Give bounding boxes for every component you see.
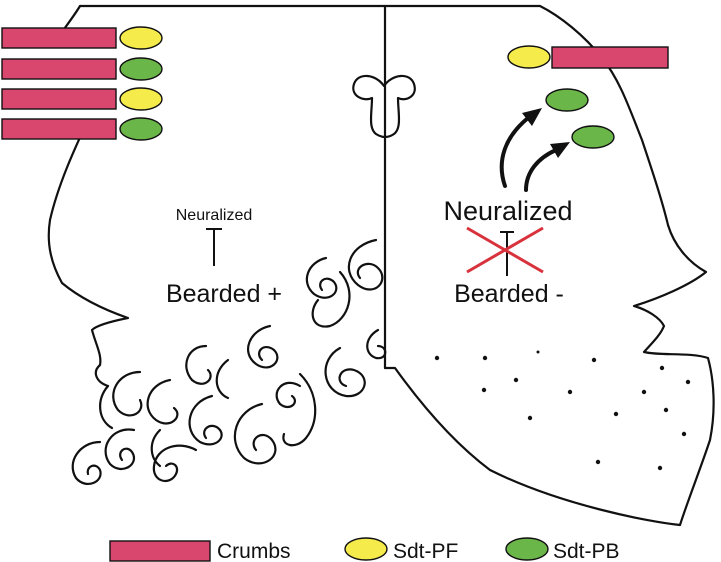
right-membrane-complex — [507, 45, 669, 69]
crumbs-bar — [1, 27, 117, 49]
stubble-dot — [663, 407, 669, 413]
beard-curl — [215, 358, 230, 400]
beard-curl — [104, 428, 136, 470]
sdt-pf-oval — [507, 45, 551, 69]
right-bearded-label: Bearded - — [454, 280, 564, 308]
stubble-dot — [641, 389, 647, 395]
right-regulation: Neuralized Bearded - — [443, 196, 572, 308]
sdt-pb-oval — [571, 125, 615, 149]
stubble-dots — [434, 350, 691, 471]
sdt-pb-oval — [119, 57, 163, 81]
legend-crumbs-swatch — [109, 540, 211, 562]
beard-curl — [152, 444, 198, 483]
left-regulation: Neuralized Bearded + — [166, 207, 282, 308]
beard-curl — [112, 370, 143, 417]
legend-sdt-pb-label: Sdt-PB — [553, 540, 620, 562]
beard-curl — [233, 402, 277, 465]
release-arrow — [524, 148, 558, 192]
beard-curl — [185, 344, 212, 385]
beard-curl — [99, 384, 114, 430]
stubble-dot — [591, 357, 597, 363]
stubble-dot — [536, 350, 540, 354]
stubble-dot — [567, 389, 573, 395]
beard-curl — [71, 440, 102, 486]
right-neuralized-label: Neuralized — [443, 196, 572, 226]
beard-curl — [311, 270, 351, 328]
stubble-dot — [657, 465, 663, 471]
release-arrow — [499, 116, 530, 188]
sdt-pb-oval — [119, 117, 163, 141]
beard-curl — [188, 394, 223, 446]
beard-curl — [275, 381, 302, 409]
beard-curl — [246, 324, 279, 369]
beard-curl — [324, 346, 366, 398]
arrow-head — [522, 108, 542, 126]
legend-sdt-pb-swatch — [505, 537, 549, 561]
legend-crumbs-label: Crumbs — [217, 540, 291, 562]
beard-curl — [150, 428, 162, 468]
stubble-dot — [681, 431, 687, 437]
crumbs-bar — [1, 118, 117, 140]
stubble-dot — [659, 365, 665, 371]
beard-curl — [347, 238, 384, 291]
left-neuralized-label: Neuralized — [176, 207, 252, 224]
right-face-shaven — [383, 4, 715, 527]
sdt-pf-oval — [119, 87, 163, 111]
crumbs-bar — [1, 58, 117, 80]
stubble-dot — [481, 387, 487, 393]
crumbs-bar — [1, 88, 117, 110]
beard-curl — [366, 328, 387, 360]
released-sdt-pb — [545, 88, 615, 149]
legend-sdt-pf-swatch — [344, 537, 388, 561]
right-face-outline — [383, 4, 715, 527]
left-bearded-label: Bearded + — [166, 280, 282, 308]
stubble-dot — [613, 411, 619, 417]
stubble-dot — [482, 355, 488, 361]
stubble-dot — [685, 379, 691, 385]
nose-tip-shape — [352, 74, 416, 139]
legend: Crumbs Sdt-PF Sdt-PB — [109, 537, 620, 562]
left-beard-curls — [71, 238, 387, 486]
left-face-bearded — [47, 4, 387, 486]
legend-sdt-pf-label: Sdt-PF — [393, 540, 458, 562]
sdt-pb-oval — [545, 88, 589, 112]
crumbs-bar — [551, 46, 669, 69]
release-arrows — [499, 108, 570, 192]
beard-curl — [305, 256, 338, 299]
arrow-head — [550, 142, 570, 158]
stubble-dot — [513, 377, 519, 383]
stubble-dot — [527, 415, 533, 421]
stubble-dot — [434, 355, 440, 361]
stubble-dot — [595, 459, 601, 465]
beard-curl — [146, 378, 179, 425]
blocked-cross-stroke — [466, 226, 544, 274]
sdt-pf-oval — [119, 26, 163, 50]
left-membrane-complexes — [1, 26, 163, 141]
beard-curl — [282, 372, 317, 447]
